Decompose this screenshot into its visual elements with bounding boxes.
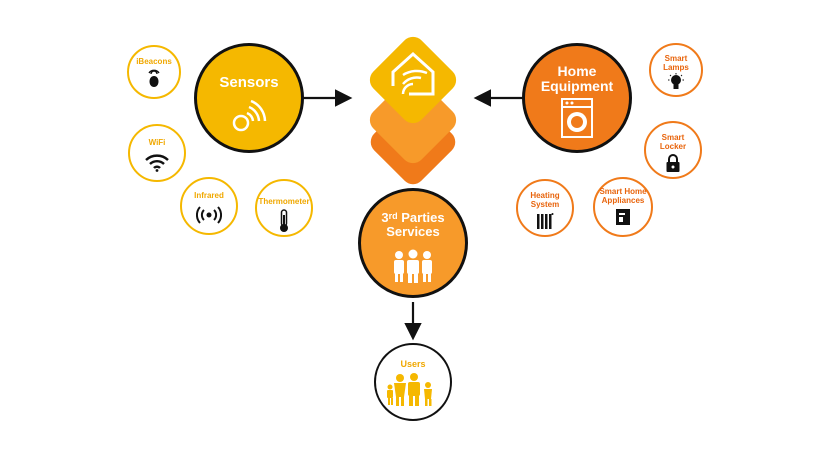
home-equipment-label-line2: Equipment	[540, 78, 614, 94]
ibeacons-label: iBeacons	[136, 57, 172, 66]
third-parties-super: rd	[388, 211, 398, 221]
sensors-node: Sensors	[194, 43, 304, 153]
infrared-icon	[196, 206, 222, 224]
wifi-label: WiFi	[148, 138, 166, 147]
equipment-item-smart-home-appliances: Smart Home Appliances	[593, 177, 653, 237]
equipment-item-smart-lamps: Smart Lamps	[649, 43, 703, 97]
thermometer-label: Thermometer	[258, 197, 310, 206]
equipment-item-heating-system: Heating System	[516, 179, 574, 237]
padlock-icon	[666, 154, 680, 172]
sensor-item-thermometer: Thermometer	[255, 179, 313, 237]
infrared-label: Infrared	[194, 191, 224, 200]
wifi-sensor-icon	[232, 99, 267, 132]
home-equipment-label-line1: Home	[557, 63, 597, 79]
third-parties-prefix: 3	[381, 210, 389, 225]
third-parties-parties: Parties	[401, 210, 445, 225]
heating-system-label-line1: Heating	[530, 191, 560, 200]
appliance-icon	[616, 209, 630, 225]
smart-locker-label-line1: Smart	[661, 133, 685, 142]
ibeacon-icon	[148, 69, 160, 87]
smart-home-appliances-label-line2: Appliances	[601, 196, 645, 205]
sensor-item-wifi: WiFi	[128, 124, 186, 182]
smart-home-appliances-label-line1: Smart Home	[599, 187, 647, 196]
sensor-item-infrared: Infrared	[180, 177, 238, 235]
sensor-item-ibeacons: iBeacons	[127, 45, 181, 99]
radiator-icon	[537, 213, 554, 229]
equipment-item-smart-locker: Smart Locker	[644, 121, 702, 179]
smart-lamps-label-line1: Smart	[664, 54, 688, 63]
users-node: Users	[374, 343, 452, 421]
family-icon	[387, 373, 432, 406]
third-parties-label-line1: 3rd Parties	[381, 211, 444, 225]
home-equipment-node: Home Equipment	[522, 43, 632, 153]
third-parties-label-line2: Services	[386, 224, 440, 239]
washing-machine-icon	[561, 98, 593, 138]
smart-lamps-label-line2: Lamps	[663, 63, 689, 72]
third-parties-node: 3rd Parties Services	[358, 188, 468, 298]
heating-system-label-line2: System	[530, 200, 560, 209]
users-label: Users	[400, 359, 426, 369]
wifi-icon	[145, 154, 169, 172]
people-group-icon	[394, 249, 432, 283]
sensors-label: Sensors	[219, 74, 279, 91]
lightbulb-icon	[668, 73, 684, 89]
thermometer-icon	[280, 209, 288, 232]
smart-locker-label-line2: Locker	[659, 142, 687, 151]
